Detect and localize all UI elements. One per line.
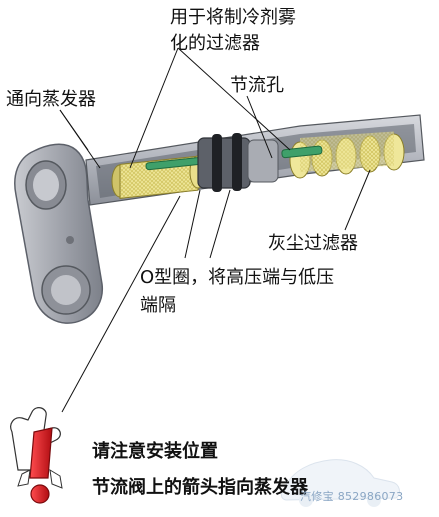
label-atomizing-filter-line2: 化的过滤器	[170, 33, 260, 54]
leader-dust-filter	[344, 169, 371, 231]
o-ring-housing	[197, 133, 279, 192]
flange-plate	[14, 143, 104, 324]
leader-atomizing-filter-b	[177, 47, 291, 151]
label-o-ring-line2: 端隔	[140, 295, 176, 316]
label-orifice: 节流孔	[230, 75, 284, 96]
leader-evaporator-b	[59, 109, 101, 169]
exclamation-mascot-icon	[10, 407, 63, 504]
leader-atomizing-filter-a	[129, 47, 179, 169]
label-dust-filter: 灰尘过滤器	[268, 233, 358, 254]
leader-o-ring-b	[184, 189, 201, 259]
o-ring-2	[232, 133, 242, 191]
note-arrow-direction: 节流阀上的箭头指向蒸发器	[92, 477, 308, 498]
leader-lines	[59, 47, 371, 413]
leader-installation-note	[61, 195, 181, 413]
o-ring-1	[212, 134, 222, 192]
label-to-evaporator: 通向蒸发器	[6, 89, 96, 110]
note-installation-position: 请注意安装位置	[92, 441, 218, 462]
leader-o-ring-a	[209, 189, 231, 259]
leader-orifice	[246, 95, 273, 159]
label-o-ring-line1: O型圈，将高压端与低压	[140, 267, 335, 288]
label-atomizing-filter-line1: 用于将制冷剂雾	[170, 7, 296, 28]
dust-filter-mesh	[281, 131, 405, 179]
watermark-car-logo	[280, 459, 400, 507]
watermark-text: 汽修宝 852986073	[300, 490, 404, 503]
